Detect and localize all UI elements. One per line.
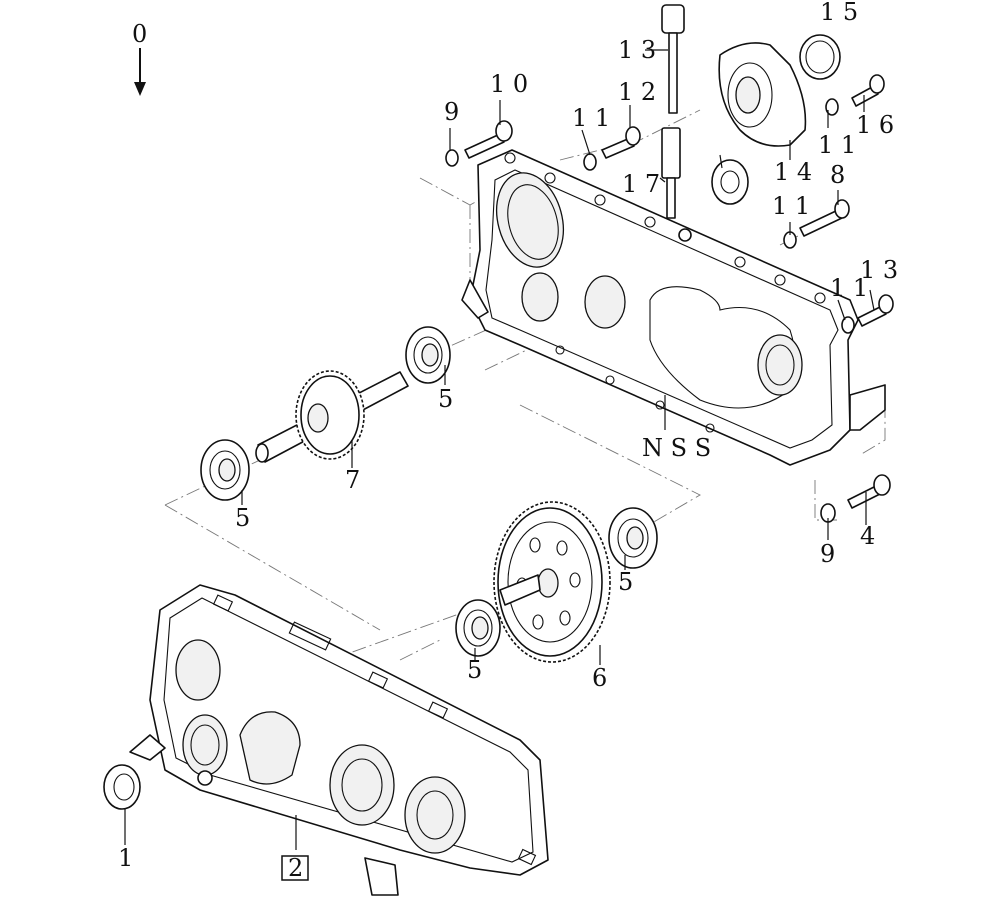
label-15: 1 5 [820,0,858,26]
bearing-upper [405,326,451,384]
label-13-b: 1 3 [860,256,898,284]
dipstick [661,4,685,114]
label-13-a: 1 3 [618,36,656,64]
label-6: 6 [592,664,607,692]
large-gear [493,501,611,663]
bolt-13 [841,294,894,334]
shaft-seal [103,764,141,810]
label-5-lower: 5 [467,656,482,684]
label-12: 1 2 [618,78,656,106]
label-2: 2 [288,854,303,882]
label-2-box [281,855,309,881]
label-9-upper: 9 [444,98,459,126]
pinion-shaft [255,370,409,463]
label-11-a: 1 1 [572,104,610,132]
dipstick-tube [661,127,681,219]
upper-gear-housing [461,149,886,466]
bearing-right [608,507,658,569]
label-4: 4 [860,522,875,550]
label-5-upper: 5 [438,385,453,413]
label-16: 1 6 [856,111,894,139]
label-10: 1 0 [490,70,528,98]
label-8: 8 [830,161,845,189]
lower-gear-housing [129,584,549,896]
bearing-left [200,439,250,501]
label-17: 1 7 [622,170,660,198]
reference-number: 0 [132,20,147,48]
seal-ring [711,159,749,205]
label-1: 1 [118,844,133,872]
bolt-16 [825,74,885,116]
label-11-d: 1 1 [830,274,868,302]
cover-plate [718,42,807,147]
label-7: 7 [345,466,360,494]
bearings [200,326,658,657]
bolt-12 [583,126,641,171]
label-5-right: 5 [618,568,633,596]
label-11-b: 1 1 [818,131,856,159]
bolt-18 [783,199,850,249]
end-cap [799,34,841,80]
label-14: 1 4 [774,158,812,186]
direction-arrow-icon [134,48,146,96]
label-11-c: 1 1 [772,192,810,220]
label-9-lower: 9 [820,540,835,568]
bearing-lower [455,599,501,657]
leader-lines [124,49,875,850]
label-5-left: 5 [235,504,250,532]
label-nss: N S S [642,434,711,462]
bolt-10 [445,120,513,167]
bolt-4 [820,474,891,523]
